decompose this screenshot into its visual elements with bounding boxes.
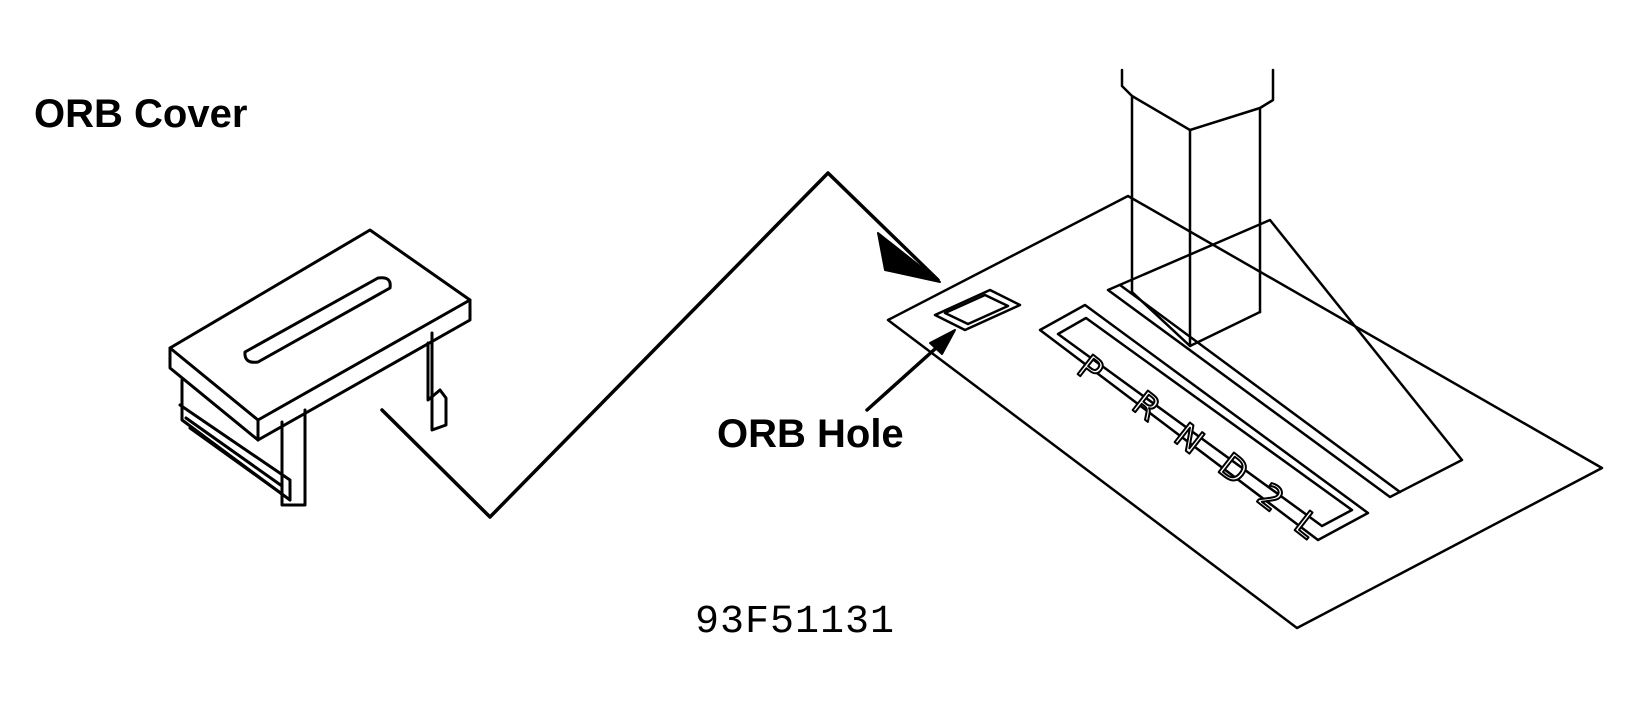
lever-top-cap — [1130, 94, 1262, 132]
cover-leg-front — [280, 408, 307, 507]
orb-cover-label: ORB Cover — [34, 92, 248, 136]
cover-rail-hatch-2 — [188, 426, 284, 496]
shift-console — [886, 68, 1604, 630]
hole-leader-arrowhead — [929, 329, 956, 355]
shift-slot — [1106, 218, 1464, 499]
figure-id: 93F51131 — [695, 600, 896, 645]
indicator-window-inner — [1056, 316, 1354, 528]
indicator-letter-d: D — [1210, 446, 1255, 494]
leader-arrowhead — [877, 232, 941, 283]
cover-side-edge — [256, 298, 472, 442]
orb-cover-part — [168, 228, 472, 507]
lever-left-edge — [1120, 68, 1134, 294]
hole-leader-line — [865, 338, 947, 412]
console-plate — [886, 194, 1604, 630]
orb-hole-recess — [933, 288, 1022, 332]
lever-base — [1130, 290, 1262, 348]
orb-hole-inner — [943, 293, 1010, 326]
cover-top-face — [168, 228, 472, 422]
lever-right-edge — [1258, 68, 1275, 314]
leader-line — [380, 171, 940, 519]
cover-front-edge — [168, 346, 260, 442]
cover-slot — [243, 276, 392, 364]
cover-leg-back — [426, 331, 448, 432]
shift-slot-inner — [1118, 283, 1402, 494]
cover-rail-hatch-1 — [184, 416, 284, 488]
cover-body-rail — [178, 403, 292, 502]
indicator-window — [1038, 303, 1370, 542]
indicator-letter-p: P — [1069, 348, 1110, 392]
orb-hole-label: ORB Hole — [717, 412, 904, 456]
